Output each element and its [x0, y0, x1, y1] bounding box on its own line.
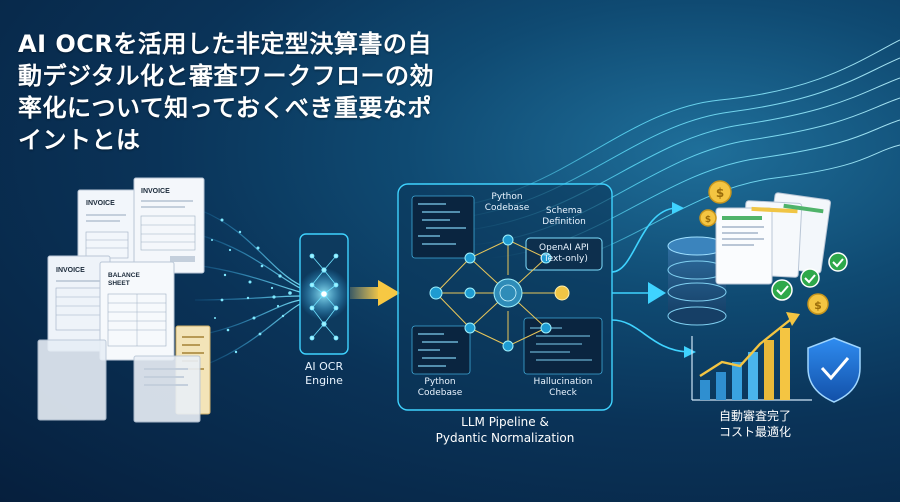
pipeline-nodes	[429, 234, 570, 352]
data-particle-stream	[194, 209, 301, 366]
coin-icon: $	[708, 180, 732, 204]
python-codebase-bottom-line1: Python	[424, 377, 456, 387]
ai-ocr-engine-panel	[298, 233, 350, 355]
check-icon	[828, 252, 848, 272]
ai-ocr-label-line2: Engine	[305, 374, 343, 387]
python-codebase-bottom-label: Python Codebase	[410, 377, 470, 399]
scan-doc-bottom	[37, 339, 201, 423]
schema-definition-line1: Schema	[545, 206, 583, 216]
coin-icons: $ $ $	[699, 180, 829, 315]
openai-api-line1: OpenAI API	[539, 243, 589, 253]
code-panel-top	[411, 195, 475, 259]
schema-definition-label: Schema Definition	[532, 206, 596, 228]
llm-pipeline-caption-line1: LLM Pipeline &	[461, 415, 549, 429]
growth-chart-icon	[691, 312, 812, 401]
llm-pipeline-caption-line2: Pydantic Normalization	[435, 431, 575, 445]
svg-text:$: $	[814, 299, 822, 312]
output-arrow-head-top	[672, 202, 684, 214]
balance-label-2: SHEET	[108, 280, 130, 287]
document-stack: INVOICE INVOICE INVOICE	[37, 177, 211, 423]
page-title: AI OCRを活用した非定型決算書の自動デジタル化と審査ワークフローの効率化につ…	[18, 30, 435, 154]
python-codebase-top-label: Python Codebase	[478, 192, 536, 214]
hallucination-code-panel	[523, 317, 603, 375]
python-codebase-top-line1: Python	[491, 192, 523, 202]
hallucination-check-line2: Check	[549, 388, 577, 398]
openai-api-label: OpenAI API (Text-only)	[526, 243, 602, 265]
outcome-line2: コスト最適化	[718, 425, 791, 439]
outcome-caption: 自動審査完了 コスト最適化	[700, 408, 810, 440]
coin-icon: $	[807, 293, 829, 315]
hallucination-check-line1: Hallucination	[533, 377, 593, 387]
balance-sheet-doc: BALANCE SHEET	[99, 261, 175, 361]
openai-api-line2: (Text-only)	[540, 254, 588, 264]
invoice-label-3: INVOICE	[56, 267, 85, 274]
llm-pipeline-caption: LLM Pipeline & Pydantic Normalization	[420, 414, 590, 446]
output-arrow-main	[648, 282, 666, 304]
output-arrow-head-bottom	[684, 346, 696, 358]
output-arrows	[611, 207, 689, 353]
gold-arrow-to-pipeline	[350, 280, 400, 306]
python-codebase-bottom-line2: Codebase	[417, 388, 463, 398]
python-codebase-top-line2: Codebase	[484, 203, 530, 213]
invoice-doc-3: INVOICE	[47, 255, 111, 352]
outcome-line1: 自動審査完了	[718, 409, 791, 423]
shield-icon	[807, 337, 861, 403]
invoice-doc-2: INVOICE	[133, 177, 205, 274]
ai-ocr-label-line1: AI OCR	[304, 360, 344, 373]
ai-ocr-engine-label: AI OCR Engine	[296, 360, 352, 388]
code-panel-bottom	[411, 325, 471, 375]
coin-icon: $	[699, 209, 717, 227]
invoice-label-1: INVOICE	[86, 200, 115, 207]
database-icon	[667, 236, 727, 326]
svg-text:$: $	[716, 186, 724, 200]
svg-text:$: $	[705, 215, 711, 225]
balance-label-1: BALANCE	[108, 272, 140, 279]
result-documents	[715, 192, 831, 285]
check-icon	[800, 268, 820, 288]
data-particles	[211, 218, 292, 354]
schema-definition-line2: Definition	[542, 217, 586, 227]
check-icons	[771, 252, 848, 301]
invoice-label-2: INVOICE	[141, 188, 170, 195]
llm-pipeline-frame	[397, 183, 613, 411]
hallucination-check-label: Hallucination Check	[524, 377, 602, 399]
check-icon	[771, 279, 793, 301]
